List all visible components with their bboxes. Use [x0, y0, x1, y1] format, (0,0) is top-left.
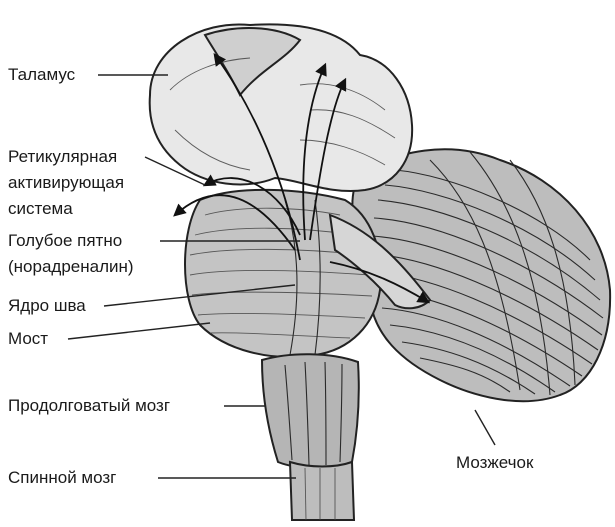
label-medulla: Продолговатый мозг — [8, 395, 170, 416]
label-pons: Мост — [8, 328, 48, 349]
label-reticular-line2: активирующая — [8, 172, 124, 193]
medulla-shape — [262, 354, 359, 468]
pons-shape — [185, 190, 381, 357]
label-cerebellum: Мозжечок — [456, 452, 533, 473]
label-spinal-cord: Спинной мозг — [8, 467, 116, 488]
label-reticular-line1: Ретикулярная — [8, 146, 117, 167]
label-thalamus: Таламус — [8, 64, 75, 85]
label-reticular-line3: система — [8, 198, 73, 219]
thalamus-shape — [150, 24, 412, 191]
label-locus-line2: (норадреналин) — [8, 256, 134, 277]
label-raphe: Ядро шва — [8, 295, 86, 316]
spinal-cord-shape — [290, 462, 354, 520]
label-locus-line1: Голубое пятно — [8, 230, 122, 251]
